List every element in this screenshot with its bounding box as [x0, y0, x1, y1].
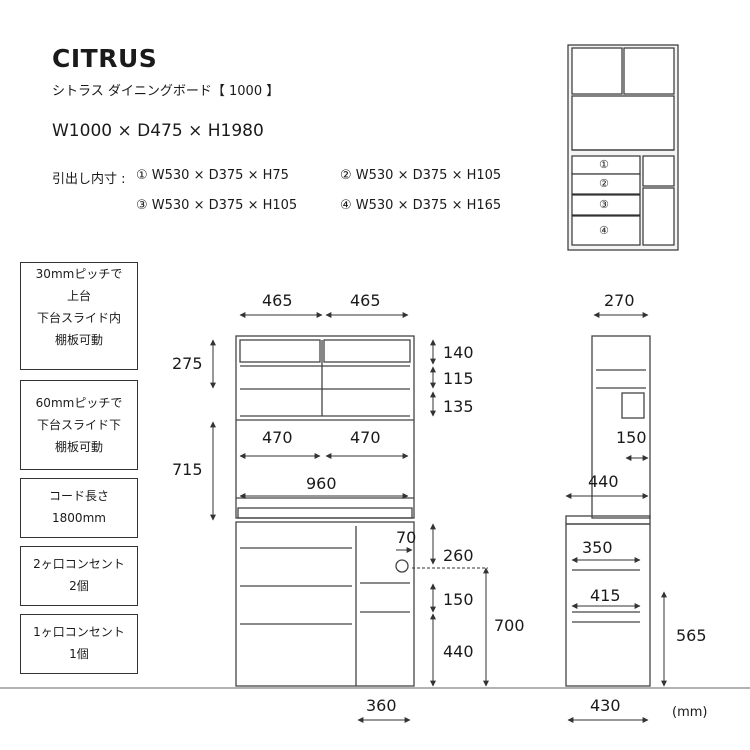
- dim-w-470-left: 470: [262, 428, 293, 447]
- thumb-drawer-2: ②: [599, 177, 609, 190]
- product-subtitle: シトラス ダイニングボード【 1000 】: [52, 84, 280, 99]
- thumb-drawer-1: ①: [599, 158, 609, 171]
- note-upper-shelf: 30mmピッチで上台 下台スライド内棚板可動: [20, 262, 138, 370]
- dim-w-465-right: 465: [350, 291, 381, 310]
- dim-h-700: 700: [494, 616, 525, 635]
- dim-h-440: 440: [443, 642, 474, 661]
- thumb-drawer-3: ③: [599, 198, 609, 211]
- dim-h-115: 115: [443, 369, 474, 388]
- dim-w-465-left: 465: [262, 291, 293, 310]
- side-view: [565, 335, 651, 687]
- dim-h-275: 275: [172, 354, 203, 373]
- dim-w-415: 415: [590, 586, 621, 605]
- dim-w-270: 270: [604, 291, 635, 310]
- dim-h-150: 150: [443, 590, 474, 609]
- drawer-dimensions-label: 引出し内寸 :: [52, 172, 126, 187]
- dim-w-70: 70: [396, 528, 417, 547]
- dim-w-440: 440: [588, 472, 619, 491]
- front-view: [235, 335, 415, 687]
- drawer-4-dims: ④ W530 × D375 × H165: [340, 198, 502, 213]
- dim-w-360: 360: [366, 696, 397, 715]
- dim-h-260: 260: [443, 546, 474, 565]
- thumb-drawer-4: ④: [599, 224, 609, 237]
- dim-h-135: 135: [443, 397, 474, 416]
- overall-dimensions: W1000 × D475 × H1980: [52, 121, 264, 141]
- dim-h-715: 715: [172, 460, 203, 479]
- unit-label: (mm): [672, 705, 708, 720]
- dim-w-350: 350: [582, 538, 613, 557]
- drawer-2-dims: ② W530 × D375 × H105: [340, 168, 502, 183]
- dim-w-470-right: 470: [350, 428, 381, 447]
- note-lower-shelf: 60mmピッチで下台スライド下棚板可動: [20, 380, 138, 470]
- drawer-3-dims: ③ W530 × D375 × H105: [136, 198, 298, 213]
- product-title: CITRUS: [52, 44, 158, 73]
- drawer-1-dims: ① W530 × D375 × H75: [136, 168, 289, 183]
- dim-w-430: 430: [590, 696, 621, 715]
- dim-h-565: 565: [676, 626, 707, 645]
- dim-w-150: 150: [616, 428, 647, 447]
- dim-h-140: 140: [443, 343, 474, 362]
- dim-w-960: 960: [306, 474, 337, 493]
